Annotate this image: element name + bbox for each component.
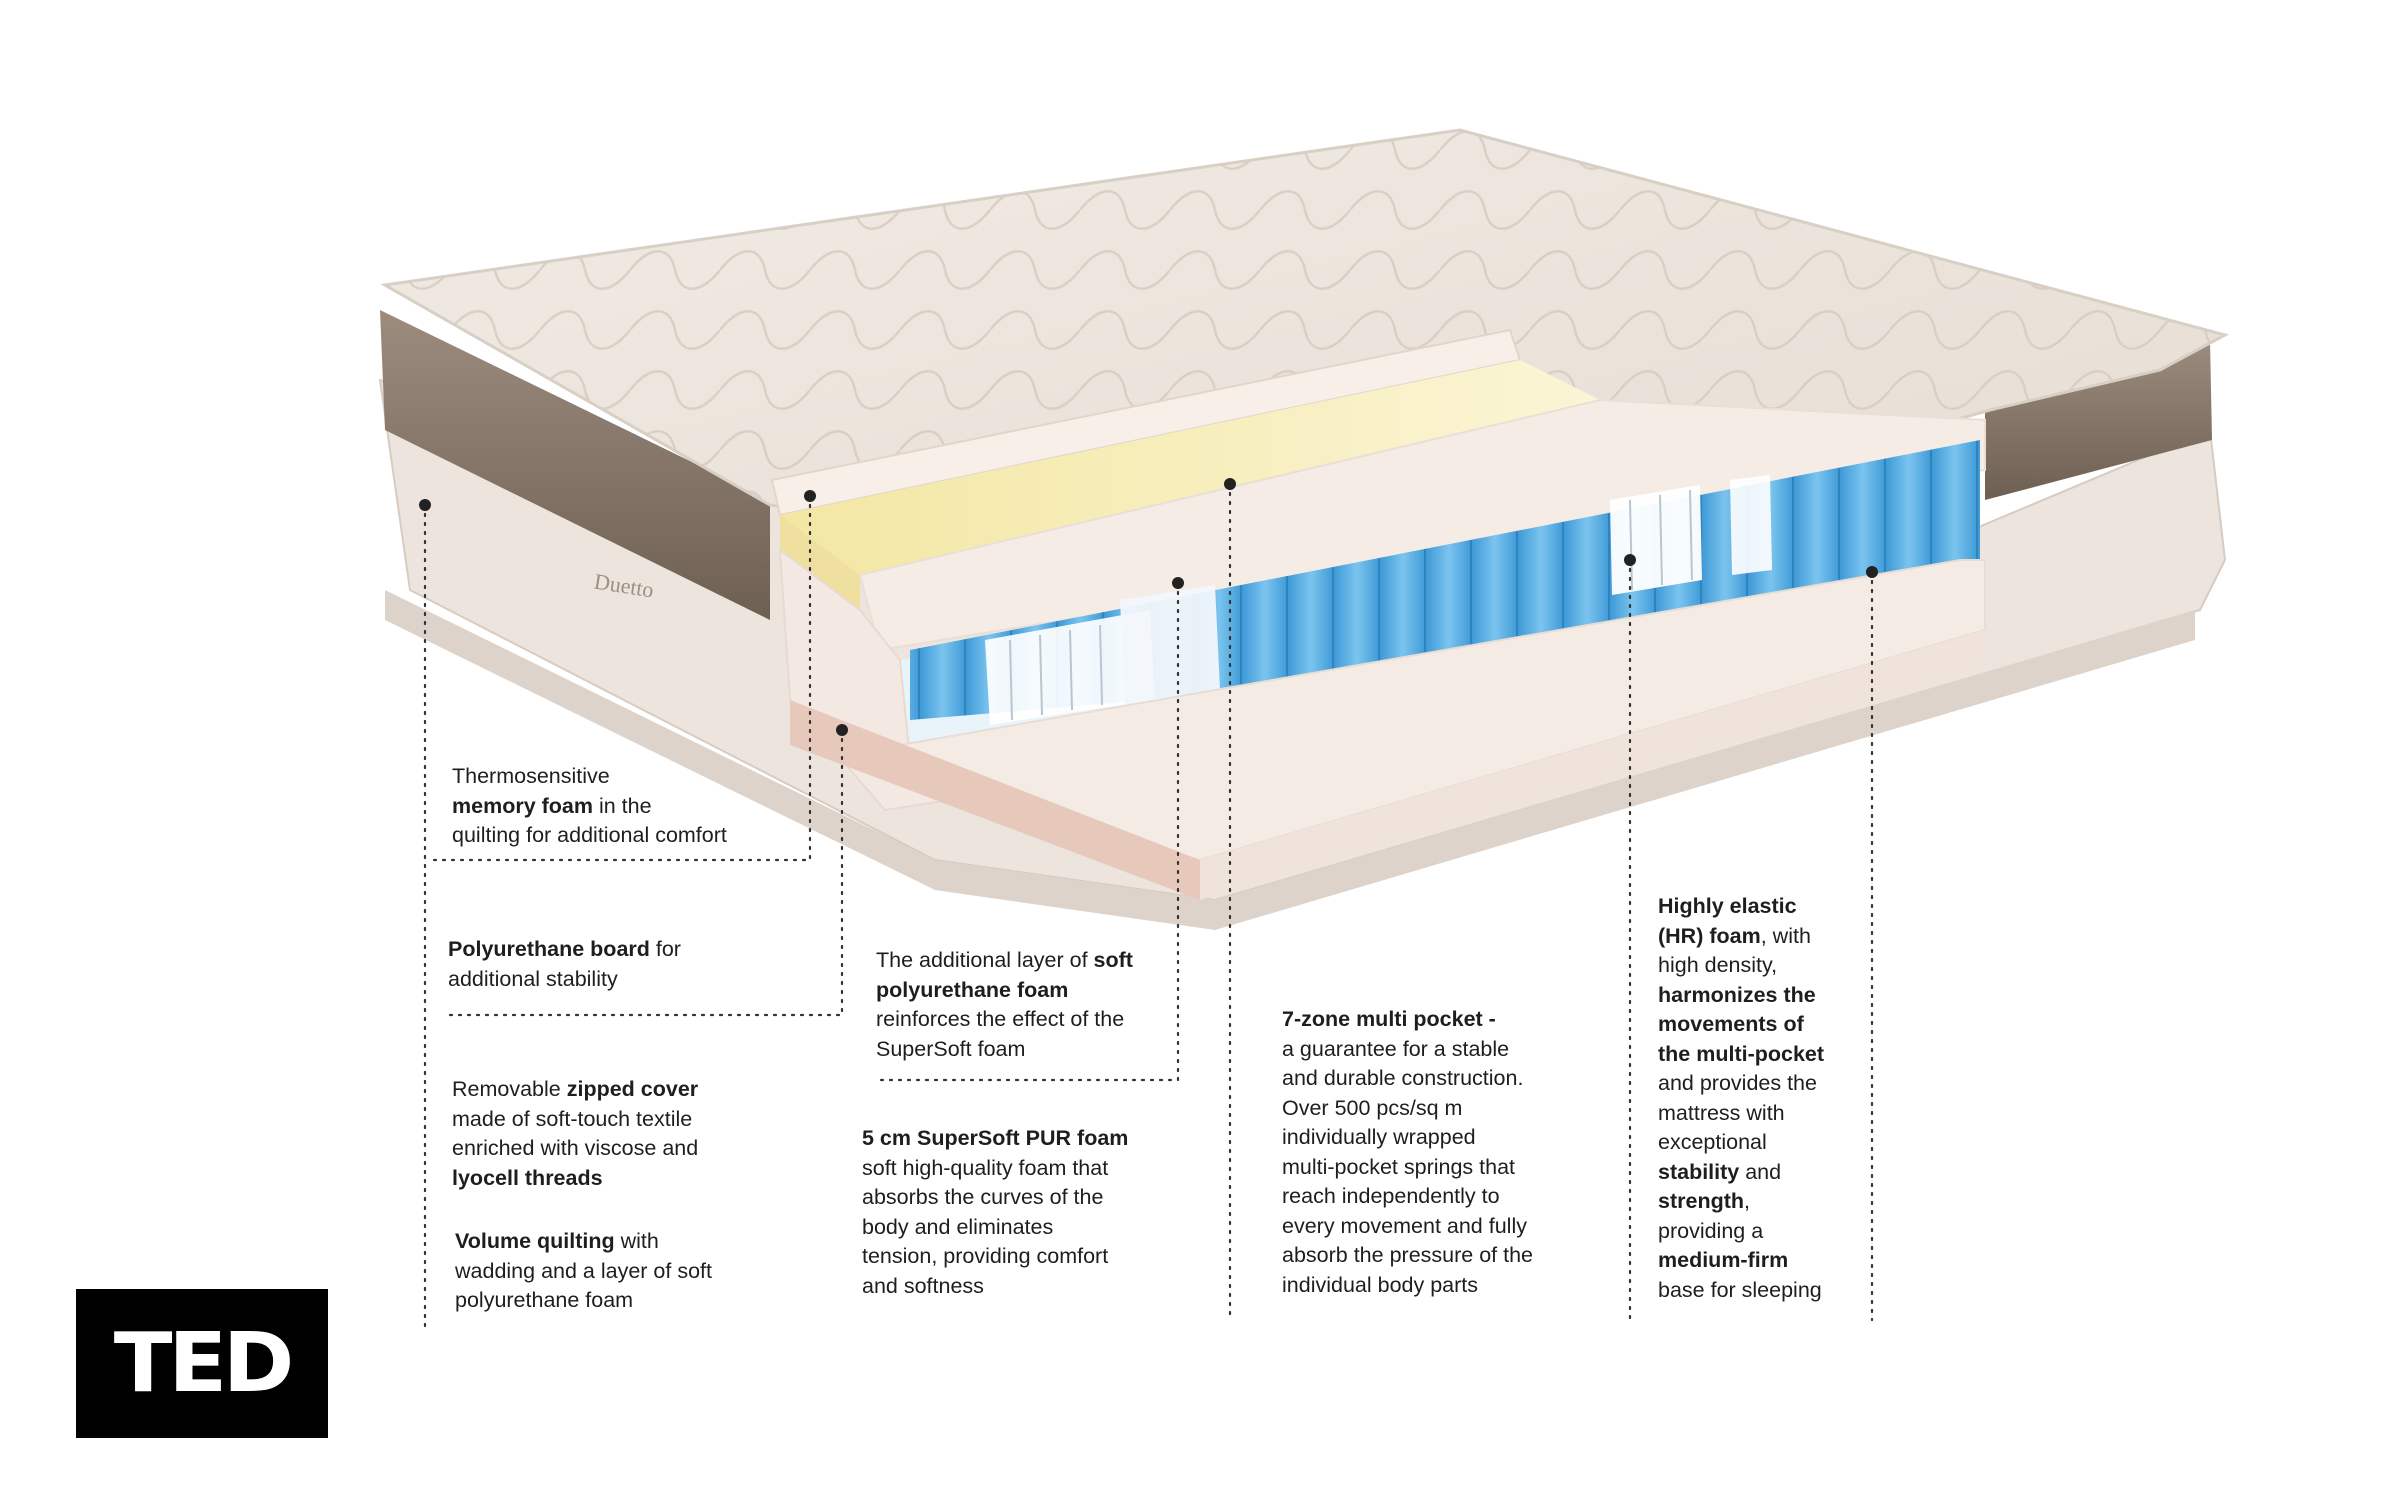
pu-board-bold: Polyurethane board: [448, 937, 650, 961]
quilting-line2: wadding and a layer of soft: [455, 1258, 712, 1283]
side-band-left: [380, 310, 770, 620]
quilting-label: Volume quilting with wadding and a layer…: [455, 1227, 712, 1316]
pocket-line7: reach independently to: [1282, 1184, 1500, 1208]
memory-foam-line2: in the: [593, 793, 652, 818]
memory-foam-line3: quilting for additional comfort: [452, 823, 727, 847]
hr-bold6: the multi-pocket: [1658, 1041, 1825, 1066]
supersoft-line4: body and eliminates: [862, 1214, 1054, 1239]
cross-section: [770, 328, 1986, 900]
soft-layer-line3: reinforces the effect of the: [876, 1007, 1125, 1031]
memory-foam-label: Thermosensitive memory foam in the quilt…: [452, 762, 727, 851]
supersoft-line3: absorbs the curves of the: [862, 1185, 1104, 1209]
cover-label: Removable zipped cover made of soft-touc…: [452, 1075, 698, 1193]
hr-line14: base for sleeping: [1658, 1277, 1822, 1302]
pocket-line4: Over 500 pcs/sq m: [1282, 1095, 1463, 1120]
hr-line7: and provides the: [1658, 1071, 1817, 1095]
pocket-line5: individually wrapped: [1282, 1125, 1476, 1149]
pocket-line2: a guarantee for a stable: [1282, 1036, 1510, 1061]
pocket-springs: [910, 440, 1980, 725]
pocket-line6: multi-pocket springs that: [1282, 1154, 1516, 1179]
pu-board-line2: additional stability: [448, 966, 618, 991]
hr-bold1: Highly elastic: [1658, 894, 1797, 918]
cover-line2: made of soft-touch textile: [452, 1106, 693, 1131]
cover-line4: lyocell threads: [452, 1165, 603, 1190]
hr-bold5: movements of: [1658, 1012, 1804, 1036]
hr-bold10: stability: [1658, 1159, 1740, 1184]
hr-line9: exceptional: [1658, 1130, 1767, 1154]
hr-bold13: medium-firm: [1658, 1248, 1789, 1272]
memory-foam-line1: Thermosensitive: [452, 764, 610, 788]
cover-line3: enriched with viscose and: [452, 1136, 699, 1160]
hr-line3: high density,: [1658, 953, 1778, 977]
cover-line1: Removable: [452, 1077, 567, 1101]
pu-board-layer: [790, 700, 1200, 900]
hr-bold11: strength: [1658, 1189, 1744, 1213]
leader-dots: [419, 478, 1878, 736]
pocket-line8: every movement and fully: [1282, 1213, 1527, 1238]
cover-bold: zipped cover: [566, 1077, 699, 1101]
pocket-line9: absorb the pressure of the: [1282, 1243, 1533, 1267]
supersoft-label: 5 cm SuperSoft PUR foam soft high-qualit…: [862, 1124, 1128, 1301]
soft-layer-label: The additional layer of soft polyurethan…: [876, 946, 1133, 1064]
hr-line11: ,: [1744, 1189, 1750, 1213]
soft-layer-line1: The additional layer of: [876, 948, 1094, 972]
hr-line2: , with: [1760, 923, 1811, 948]
hr-foam-label: Highly elastic (HR) foam, with high dens…: [1658, 892, 1824, 1305]
hr-line10: and: [1739, 1159, 1782, 1184]
pu-board-line1: for: [649, 937, 681, 961]
hr-line12: providing a: [1658, 1218, 1764, 1243]
pocket-label: 7-zone multi pocket - a guarantee for a …: [1282, 1005, 1533, 1300]
soft-layer-bold2: polyurethane foam: [876, 977, 1069, 1002]
soft-layer-bold1: soft: [1093, 948, 1133, 972]
pu-board-label: Polyurethane board for additional stabil…: [448, 935, 681, 994]
pocket-line3: and durable construction.: [1282, 1066, 1524, 1090]
quilting-bold: Volume quilting: [455, 1229, 615, 1253]
ted-logo: TED: [76, 1289, 328, 1438]
soft-layer-line4: SuperSoft foam: [876, 1036, 1026, 1061]
logo-text: TED: [113, 1316, 295, 1411]
supersoft-bold: 5 cm SuperSoft PUR foam: [862, 1126, 1129, 1150]
quilting-line1: with: [614, 1229, 659, 1253]
memory-foam-layer: [780, 360, 1600, 575]
supersoft-line6: and softness: [862, 1273, 984, 1298]
hr-bold4: harmonizes the: [1658, 982, 1816, 1007]
pocket-line10: individual body parts: [1282, 1272, 1479, 1297]
memory-foam-bold: memory foam: [452, 793, 593, 818]
quilting-line3: polyurethane foam: [455, 1288, 634, 1312]
hr-bold2: (HR) foam: [1658, 923, 1761, 948]
side-band-right: [1985, 340, 2212, 500]
hr-line8: mattress with: [1658, 1100, 1785, 1125]
supersoft-line5: tension, providing comfort: [862, 1244, 1109, 1268]
pocket-bold: 7-zone multi pocket -: [1282, 1007, 1496, 1031]
leader-lines: [423, 482, 1874, 1332]
supersoft-line2: soft high-quality foam that: [862, 1155, 1109, 1180]
